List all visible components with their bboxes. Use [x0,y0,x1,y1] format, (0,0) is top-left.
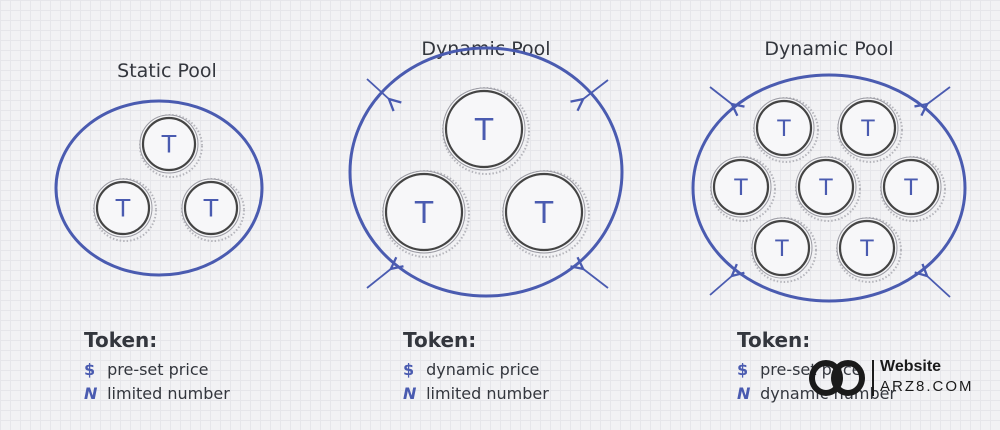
legend-heading: Token: [737,328,811,352]
expand-arrow-bottom-left [709,275,733,296]
n-icon: N [403,384,417,403]
legend-row-number: N limited number [403,384,549,403]
expand-arrow-top-right [582,79,609,100]
token-coin: T [751,217,817,283]
legend-dynamic-price-pool: Token: $ dynamic price N limited number [403,328,549,408]
watermark: Website ARZ8.COM [808,354,988,404]
token-coin: T [710,156,776,222]
n-icon: N [737,384,751,403]
legend-heading: Token: [84,328,158,352]
token-coin: T [442,87,530,175]
token-label: T [859,237,874,262]
legend-row-label: pre-set price [107,360,209,379]
token-coin: T [139,114,203,178]
token-coin: T [837,97,903,163]
dollar-icon: $ [84,360,96,379]
token-coin: T [93,178,157,242]
watermark-divider [872,360,874,396]
arz8-logo-icon [809,360,865,396]
pool-boundary-dynamic-number [691,73,967,303]
watermark-line1: Website [880,358,942,375]
token-coin: T [880,156,946,222]
token-label: T [903,176,918,201]
token-label: T [776,117,791,142]
expand-arrow-bottom-left [366,268,392,289]
legend-row-label: limited number [426,384,549,403]
token-label: T [203,195,219,223]
pool-boundary-static [54,99,264,277]
token-coin: T [502,170,590,258]
legend-row-label: limited number [107,384,230,403]
expand-arrow-bottom-right [926,275,951,298]
token-label: T [733,176,748,201]
expand-arrow-bottom-right [582,268,609,289]
token-coin: T [181,178,245,242]
token-label: T [474,113,494,148]
expand-arrow-top-left [709,86,733,105]
pool-boundary-dynamic-price [348,46,624,298]
watermark-line2: ARZ8.COM [880,378,974,395]
token-coin: T [382,170,470,258]
dollar-icon: $ [403,360,415,379]
dollar-icon: $ [737,360,749,379]
token-label: T [534,196,554,231]
token-coin: T [753,97,819,163]
expand-arrow-top-left [366,78,390,100]
legend-heading: Token: [403,328,477,352]
legend-static-pool: Token: $ pre-set price N limited number [84,328,230,408]
n-icon: N [84,384,98,403]
expand-arrow-top-right [926,86,951,105]
pool-title-static: Static Pool [117,60,217,82]
token-coin: T [795,156,861,222]
token-label: T [860,117,875,142]
token-coin: T [836,217,902,283]
legend-row-number: N limited number [84,384,230,403]
token-label: T [414,196,434,231]
token-label: T [774,237,789,262]
token-label: T [161,131,177,159]
legend-row-price: $ dynamic price [403,360,549,379]
token-label: T [818,176,833,201]
legend-row-price: $ pre-set price [84,360,230,379]
token-label: T [115,195,131,223]
legend-row-label: dynamic price [426,360,540,379]
pool-title-dynamic-number: Dynamic Pool [764,38,893,60]
